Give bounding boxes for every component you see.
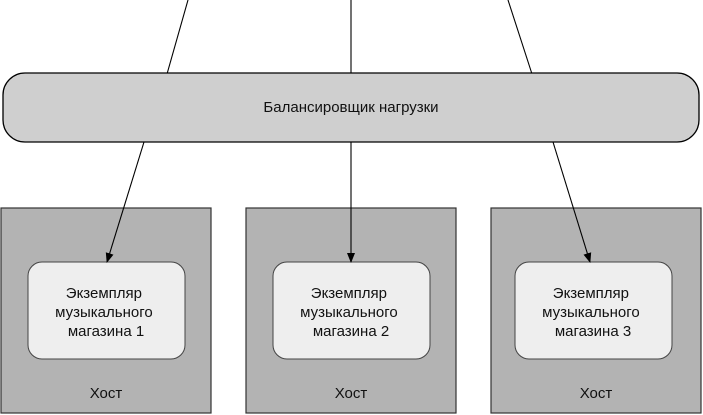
- incoming-line-1: [166, 0, 189, 75]
- host-label: Хост: [90, 385, 123, 402]
- instance-label-line: магазина 3: [555, 323, 631, 340]
- instance-label: Экземпляр музыкального магазина 3: [542, 285, 644, 340]
- instance-box: [514, 261, 673, 360]
- balancer-to-instance-1-arrow: [105, 141, 145, 263]
- instance-label-line: музыкального: [542, 304, 640, 321]
- instance-label-line: музыкального: [55, 304, 153, 321]
- instance-label: Экземпляр музыкального магазина 2: [300, 285, 402, 340]
- instance-label-line: магазина 2: [313, 323, 389, 340]
- host-3: Экземпляр музыкального магазина 3 Хост: [490, 207, 702, 414]
- balancer-to-instance-3-arrow: [552, 141, 592, 263]
- load-balancer-label: Балансировщик нагрузки: [263, 99, 438, 116]
- instance-label-line: Экземпляр: [66, 285, 142, 302]
- incoming-line-3: [507, 0, 533, 75]
- instance-label-line: Экземпляр: [311, 285, 387, 302]
- host-1: Экземпляр музыкального магазина 1 Хост: [0, 207, 212, 414]
- host-label: Хост: [335, 385, 368, 402]
- instance-label: Экземпляр музыкального магазина 1: [55, 285, 157, 340]
- instance-label-line: Экземпляр: [553, 285, 629, 302]
- instance-label-line: магазина 1: [68, 323, 144, 340]
- host-label: Хост: [580, 385, 613, 402]
- instance-label-line: музыкального: [300, 304, 398, 321]
